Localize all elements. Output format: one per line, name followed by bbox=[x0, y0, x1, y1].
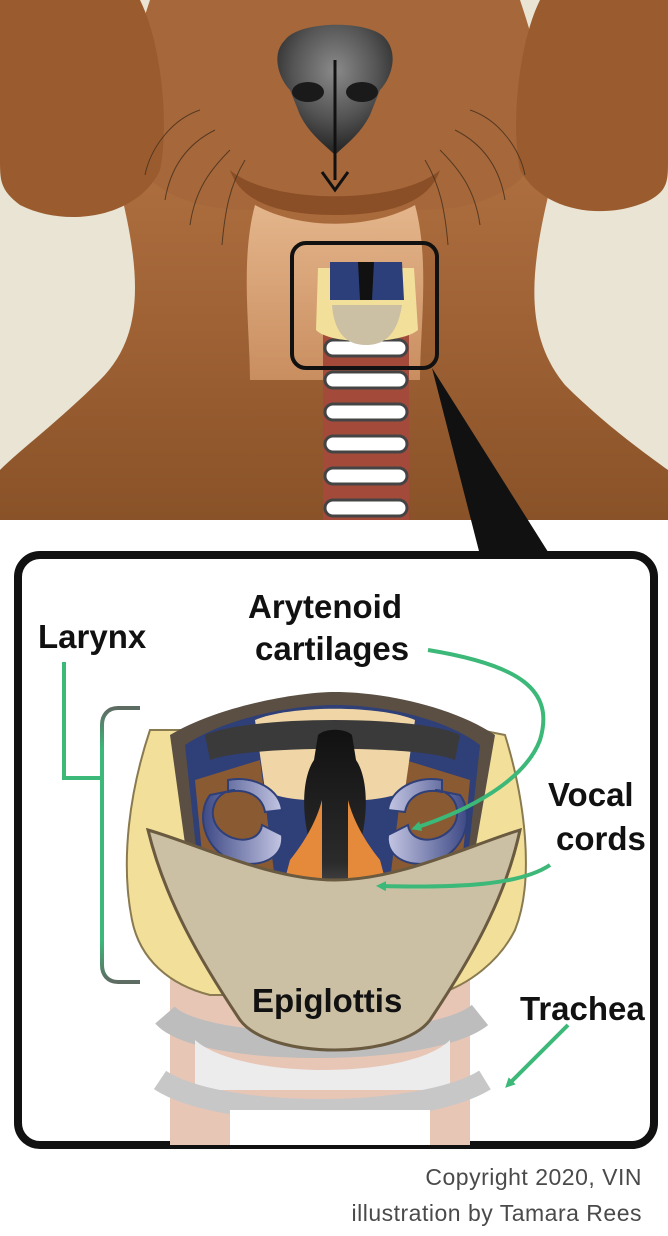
label-epiglottis: Epiglottis bbox=[252, 982, 403, 1019]
left-ear bbox=[0, 0, 164, 218]
label-vocal-line2: cords bbox=[556, 820, 646, 857]
larynx-detail bbox=[125, 692, 527, 1145]
label-trachea: Trachea bbox=[520, 990, 645, 1027]
label-vocal-line1: Vocal bbox=[548, 776, 634, 813]
label-arytenoid-line2: cartilages bbox=[255, 630, 410, 667]
whiskers bbox=[144, 109, 526, 246]
label-arytenoid-line1: Arytenoid bbox=[248, 588, 403, 625]
left-arytenoid bbox=[202, 778, 284, 865]
label-larynx: Larynx bbox=[38, 618, 147, 655]
zoom-callout-frame bbox=[290, 241, 439, 370]
chin bbox=[230, 170, 440, 215]
nose-icon bbox=[277, 24, 393, 193]
neck-trachea bbox=[323, 330, 409, 520]
copyright-text: Copyright 2020, VIN bbox=[425, 1164, 642, 1190]
illustrator-credit: illustration by Tamara Rees bbox=[351, 1200, 642, 1226]
trachea-arrow bbox=[505, 1023, 570, 1088]
zoom-connector bbox=[432, 368, 550, 555]
arytenoid-arrow bbox=[411, 648, 546, 831]
glottis bbox=[304, 729, 366, 920]
larynx-leader bbox=[62, 662, 102, 780]
larynx-bracket bbox=[100, 706, 140, 984]
dog-head bbox=[0, 0, 668, 520]
vocal-cords-arrow bbox=[376, 863, 552, 892]
right-arytenoid bbox=[386, 778, 468, 865]
right-ear bbox=[516, 0, 668, 212]
leader-lines bbox=[62, 648, 570, 1088]
neck-larynx bbox=[316, 262, 418, 345]
